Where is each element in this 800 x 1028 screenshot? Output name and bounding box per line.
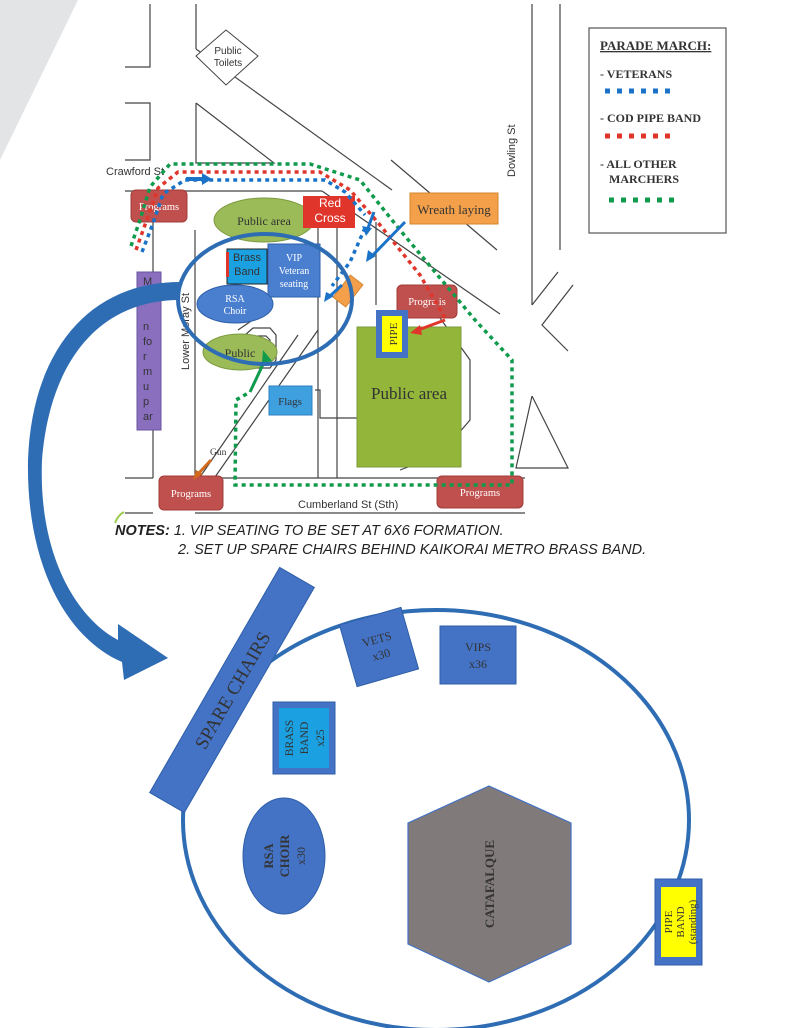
red-cross-label-2: Cross (314, 211, 345, 225)
public-toilets-label-2: Toilets (214, 58, 242, 69)
detail-circle (181, 608, 691, 1028)
brass-band-detail-count: x25 (315, 729, 327, 747)
public-area-top-label: Public area (237, 214, 291, 228)
street-label-dowling: Dowling St (506, 124, 518, 177)
marquee-letter: M (143, 276, 152, 288)
notes-line-2: 2. SET UP SPARE CHAIRS BEHIND KAIKORAI M… (178, 542, 647, 558)
pipe-band-label: PIPE (663, 910, 675, 933)
street-label-crawford: Crawford St (106, 166, 164, 178)
pipe-label: PIPE (388, 322, 400, 345)
pipe-box[interactable]: PIPE (376, 310, 408, 358)
rsa-choir-label: RSA (225, 294, 245, 305)
vips-count: x36 (469, 657, 487, 671)
road-lines (125, 4, 574, 514)
brass-band-box[interactable]: Brass Band (226, 248, 268, 285)
vip-label-3: seating (280, 279, 308, 290)
flags-label: Flags (278, 396, 302, 408)
vip-label: VIP (286, 253, 303, 264)
pipe-band-label-3: (standing) (687, 899, 699, 944)
marquee-letter: m (143, 366, 152, 378)
notes-line-1: 1. VIP SEATING TO BE SET AT 6X6 FORMATIO… (173, 523, 504, 539)
vets-count: x30 (371, 645, 392, 663)
red-cross-label: Red (319, 196, 341, 210)
street-label-lower-moray: Lower Moray St (180, 293, 192, 370)
marquee-letter: u (143, 381, 149, 393)
route-veterans (140, 173, 407, 302)
programs-label: Programs (460, 488, 500, 499)
marquee-letter: p (143, 396, 149, 408)
programs-label: Progra is (408, 297, 446, 308)
page-fold-shadow (0, 0, 78, 160)
programs-label: Programs (139, 202, 179, 213)
catafalque-label: CATAFALQUE (482, 840, 497, 928)
public-ellipse[interactable]: Public (202, 333, 278, 371)
vip-label-2: Veteran (279, 266, 310, 277)
public-area-main-label: Public area (371, 384, 447, 403)
legend: PARADE MARCH: - VETERANS - COD PIPE BAND… (588, 27, 727, 234)
vips-box[interactable]: VIPS x36 (439, 625, 517, 685)
vips-label: VIPS (465, 640, 491, 654)
gun-arrow-head (193, 470, 203, 480)
rsa-choir-detail-count: x30 (294, 847, 308, 865)
marquee-letter: r (143, 351, 147, 363)
pipe-band-standing-box[interactable]: PIPE BAND (standing) (654, 878, 703, 966)
rsa-choir-ellipse[interactable]: RSA Choir (196, 284, 274, 324)
brass-band-label-2: Band (234, 266, 260, 278)
wreath-laying-label: Wreath laying (417, 202, 491, 217)
programs-box-bottom-right[interactable]: Programs (436, 475, 524, 509)
marquee-letter: n (143, 321, 149, 333)
rsa-choir-detail-label-2: CHOIR (278, 834, 292, 877)
wreath-laying-box[interactable]: Wreath laying (409, 192, 499, 225)
route-pipe-band (134, 170, 447, 335)
notes-heading: NOTES: (115, 523, 170, 539)
catafalque-hexagon[interactable]: CATAFALQUE (407, 785, 572, 983)
public-area-top[interactable]: Public area (213, 197, 315, 243)
legend-label-veterans: - VETERANS (600, 67, 672, 81)
brass-band-label: Brass (233, 252, 262, 264)
gun-arrow (196, 458, 213, 476)
public-area-main[interactable]: Public area (356, 326, 462, 468)
public-toilets[interactable]: Public Toilets (195, 29, 259, 86)
public-label: Public (225, 346, 256, 360)
gun-label: Gun (210, 448, 227, 458)
programs-box-bottom-left[interactable]: Programs (158, 475, 224, 511)
brass-band-detail-label-2: BAND (299, 722, 311, 755)
red-cross-box[interactable]: Red Cross (303, 196, 355, 228)
legend-label-all-other: - ALL OTHER (600, 157, 677, 171)
spare-chairs-bar[interactable]: SPARE CHAIRS (148, 566, 316, 814)
legend-title: PARADE MARCH: (600, 38, 711, 53)
brass-band-detail-box[interactable]: BRASS BAND x25 (272, 701, 336, 775)
notes-block: NOTES: 1. VIP SEATING TO BE SET AT 6X6 F… (115, 522, 646, 560)
stray-mark (114, 511, 125, 524)
programs-label: Programs (171, 489, 211, 500)
legend-label-all-other-2: MARCHERS (609, 172, 679, 186)
rsa-choir-detail-ellipse[interactable]: RSA CHOIR x30 (242, 797, 326, 915)
rsa-choir-label-2: Choir (224, 306, 247, 317)
rsa-choir-detail-label: RSA (262, 843, 276, 868)
public-toilets-label: Public (214, 46, 241, 57)
flags-box[interactable]: Flags (268, 385, 313, 416)
street-label-cumberland: Cumberland St (Sth) (298, 499, 398, 511)
legend-label-pipe-band: - COD PIPE BAND (600, 111, 701, 125)
marquee-letter: fo (143, 336, 152, 348)
vip-veteran-seating-box[interactable]: VIP Veteran seating (267, 243, 321, 298)
brass-band-detail-label: BRASS (284, 720, 296, 756)
pipe-band-label-2: BAND (675, 906, 687, 937)
marquee-letter: ar (143, 411, 153, 423)
vets-box[interactable]: VETS x30 (338, 606, 420, 688)
